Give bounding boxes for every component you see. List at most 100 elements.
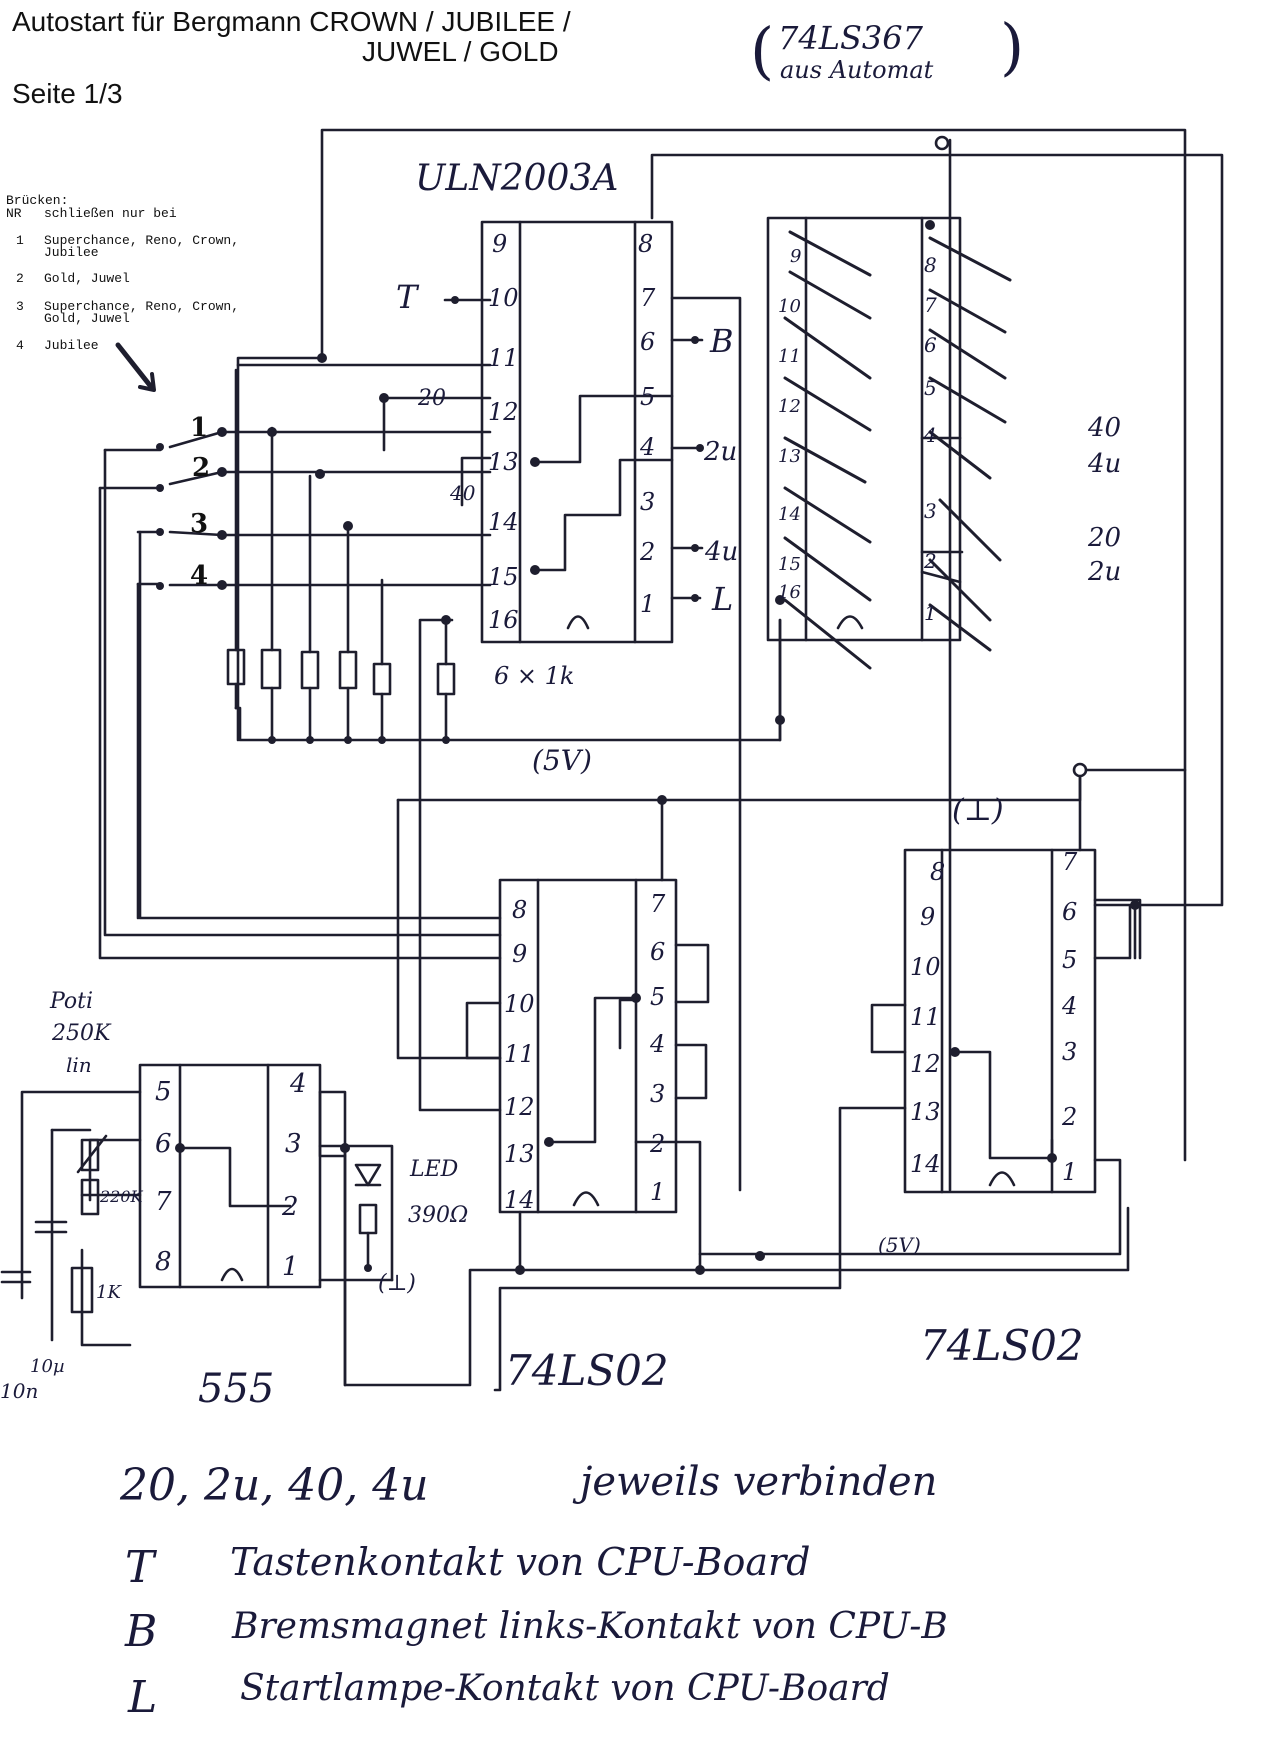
- ls02b-pin-8: 8: [930, 858, 945, 886]
- ls02b-pin-4: 4: [1061, 992, 1077, 1020]
- ic555-chip: [138, 1063, 322, 1289]
- bridge-row-2-text: Gold, Juwel: [44, 271, 130, 286]
- legend-connect-text: jeweils verbinden: [572, 1459, 937, 1505]
- bridge-row-2-nr: 2: [16, 271, 24, 286]
- label-2u: 2u: [703, 437, 737, 467]
- uln-pin-14: 14: [488, 508, 519, 536]
- label-right-40: 40: [1087, 413, 1121, 443]
- label-10n: 10n: [0, 1379, 38, 1403]
- ls367-pin-5: 5: [924, 376, 937, 400]
- page-number: Seite 1/3: [12, 78, 123, 109]
- bridge-number-3: 3: [190, 509, 208, 539]
- ic555-pin-8: 8: [155, 1247, 172, 1277]
- ls367-pin-6: 6: [924, 333, 937, 357]
- bridges-col-desc: schließen nur bei: [44, 206, 177, 221]
- ls02a-pin-2: 2: [649, 1130, 665, 1158]
- label-poti-3: lin: [66, 1053, 92, 1077]
- ic555-pin-4: 4: [289, 1069, 307, 1099]
- ls02b-pin-6: 6: [1062, 898, 1077, 926]
- ls02b-pin-14: 14: [910, 1150, 941, 1178]
- bridges-col-nr: NR: [6, 206, 22, 221]
- uln-pin-6: 6: [640, 328, 655, 356]
- ls367-chip: [766, 216, 1012, 670]
- label-gnd-led: (⊥): [378, 1271, 416, 1296]
- ls02b-pin-10: 10: [910, 953, 941, 981]
- label-220k: 220K: [99, 1187, 144, 1206]
- ic555-pin-6: 6: [155, 1129, 172, 1159]
- legend-b-key: B: [124, 1606, 157, 1657]
- ls02a-pin-9: 9: [512, 940, 527, 968]
- bridge-row-1-text: Superchance, Reno, Crown,: [44, 233, 240, 248]
- label-4u: 4u: [704, 537, 738, 567]
- ls02a-pin-1: 1: [650, 1178, 665, 1206]
- label-right-20: 20: [1087, 523, 1121, 553]
- ls02b-pin-13: 13: [910, 1098, 941, 1126]
- uln-pin-11: 11: [488, 344, 519, 372]
- label-b: B: [709, 322, 734, 360]
- ls02b-pin-5: 5: [1062, 946, 1077, 974]
- label-t: T: [396, 278, 420, 316]
- ls02a-pin-12: 12: [504, 1093, 535, 1121]
- ls02b-pin-9: 9: [920, 903, 935, 931]
- uln-pin-10: 10: [488, 284, 519, 312]
- ls367-note-line-1: 74LS367: [778, 19, 923, 57]
- ls02a-pin-4: 4: [649, 1030, 665, 1058]
- ic555-label: 555: [198, 1366, 274, 1412]
- label-led: LED: [409, 1157, 459, 1182]
- ls367-note-paren-open: (: [750, 14, 775, 87]
- uln-pin-15: 15: [488, 563, 519, 591]
- label-10u: 10µ: [30, 1356, 65, 1377]
- ls02b-pin-2: 2: [1061, 1103, 1077, 1131]
- uln-pin-8: 8: [638, 230, 653, 258]
- bridge-row-1-nr: 1: [16, 233, 24, 248]
- bridge-row-4-nr: 4: [16, 338, 24, 353]
- title-line-1: Autostart für Bergmann CROWN / JUBILEE /: [12, 6, 571, 37]
- ls02b-pin-12: 12: [910, 1050, 941, 1078]
- label-right-2u: 2u: [1087, 557, 1121, 587]
- uln2003a-label: ULN2003A: [415, 158, 618, 199]
- ls02a-pin-8: 8: [512, 896, 527, 924]
- ls367-pin-9: 9: [790, 246, 801, 267]
- legend-t-text: Tastenkontakt von CPU-Board: [230, 1540, 810, 1584]
- ls02b-pin-3: 3: [1062, 1038, 1077, 1066]
- legend-connect-key: 20, 2u, 40, 4u: [119, 1460, 429, 1511]
- ls367-pin-16: 16: [778, 582, 801, 603]
- ls02b-pin-1: 1: [1062, 1158, 1077, 1186]
- bridges-title: Brücken:: [6, 193, 69, 208]
- uln-pin-12: 12: [488, 398, 519, 426]
- ls367-pin-12: 12: [778, 396, 801, 417]
- uln-pin-2: 2: [639, 538, 655, 566]
- uln-pin-13: 13: [488, 448, 519, 476]
- ls02b-pin-7: 7: [1062, 848, 1078, 876]
- label-resistors: 6 × 1k: [494, 662, 574, 690]
- ls02-b-chip: [870, 848, 1132, 1194]
- ic555-pin-2: 2: [281, 1192, 299, 1222]
- ls02b-pin-11: 11: [910, 1003, 941, 1031]
- ls02-b-label: 74LS02: [920, 1321, 1084, 1370]
- label-40: 40: [449, 481, 476, 505]
- label-20: 20: [417, 386, 446, 411]
- bridge-lines: [98, 430, 492, 587]
- uln-pin-3: 3: [640, 488, 655, 516]
- ls02a-pin-3: 3: [650, 1080, 665, 1108]
- ls02a-pin-13: 13: [504, 1140, 535, 1168]
- ls02a-pin-5: 5: [650, 983, 665, 1011]
- label-5v: (5V): [532, 744, 592, 777]
- bridge-row-4-text: Jubilee: [44, 338, 99, 353]
- ls02a-pin-14: 14: [504, 1186, 535, 1214]
- legend-t-key: T: [125, 1542, 158, 1593]
- ic555-pin-3: 3: [285, 1129, 302, 1159]
- bridge-row-3-nr: 3: [16, 299, 24, 314]
- label-poti-2: 250K: [51, 1021, 112, 1046]
- legend-b-text: Bremsmagnet links-Kontakt von CPU-B: [231, 1606, 948, 1647]
- uln-pin-5: 5: [640, 383, 655, 411]
- ls367-pin-7: 7: [924, 293, 937, 317]
- ic555-pin-7: 7: [155, 1187, 172, 1217]
- ls367-pin-8: 8: [924, 253, 937, 277]
- label-1k: 1K: [96, 1282, 122, 1303]
- bridge-row-3-text: Superchance, Reno, Crown,: [44, 299, 240, 314]
- bridge-number-4: 4: [190, 561, 208, 591]
- ls02a-pin-7: 7: [650, 890, 666, 918]
- ls367-pin-15: 15: [778, 554, 801, 575]
